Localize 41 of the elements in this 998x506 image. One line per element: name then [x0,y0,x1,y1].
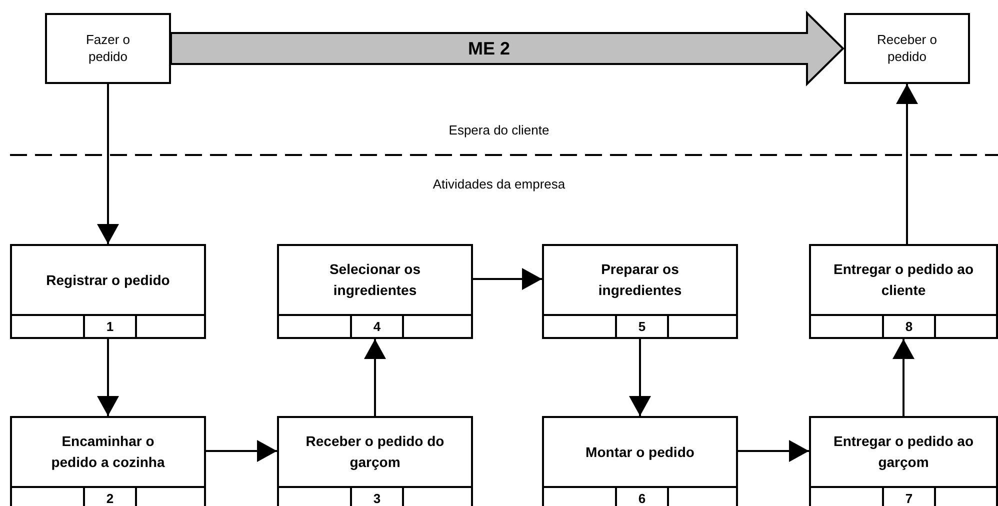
arrow [206,440,277,462]
process-box [844,13,970,84]
arrow [97,339,119,416]
activity-name: Receber o pedido do garçom [305,432,445,472]
step-number: 4 [350,316,404,337]
process-box [45,13,171,84]
activity-box [10,244,206,339]
activity-name: Encaminhar o pedido a cozinha [50,432,166,472]
step-number: 2 [83,488,137,506]
arrow [629,339,651,416]
step-number: 3 [350,488,404,506]
arrow [97,84,119,244]
box-label: Receber o pedido [876,32,938,66]
arrow [364,339,386,416]
step-number: 8 [882,316,936,337]
arrow [896,84,918,244]
activity-name: Montar o pedido [586,442,694,462]
step-number: 7 [882,488,936,506]
activity-box [542,244,738,339]
arrow [473,268,542,290]
edge-label: ME 2 [468,38,510,59]
activity-box [10,416,206,506]
zone-label: Atividades da empresa [432,176,566,192]
arrow [738,440,809,462]
arrow [892,339,914,416]
activity-box [277,244,473,339]
activity-box [277,416,473,506]
step-number: 6 [615,488,669,506]
activity-name: Entregar o pedido ao cliente [834,260,974,300]
step-number: 1 [83,316,137,337]
step-number: 5 [615,316,669,337]
block-arrow [170,10,844,86]
zone-label: Espera do cliente [448,122,550,138]
activity-box [809,416,998,506]
box-label: Fazer o pedido [84,32,132,66]
activity-name: Selecionar os ingredientes [328,260,422,300]
activity-name: Preparar os ingredientes [597,260,683,300]
activity-name: Registrar o pedido [46,270,170,290]
activity-name: Entregar o pedido ao garçom [834,432,974,472]
activity-box [809,244,998,339]
activity-box [542,416,738,506]
